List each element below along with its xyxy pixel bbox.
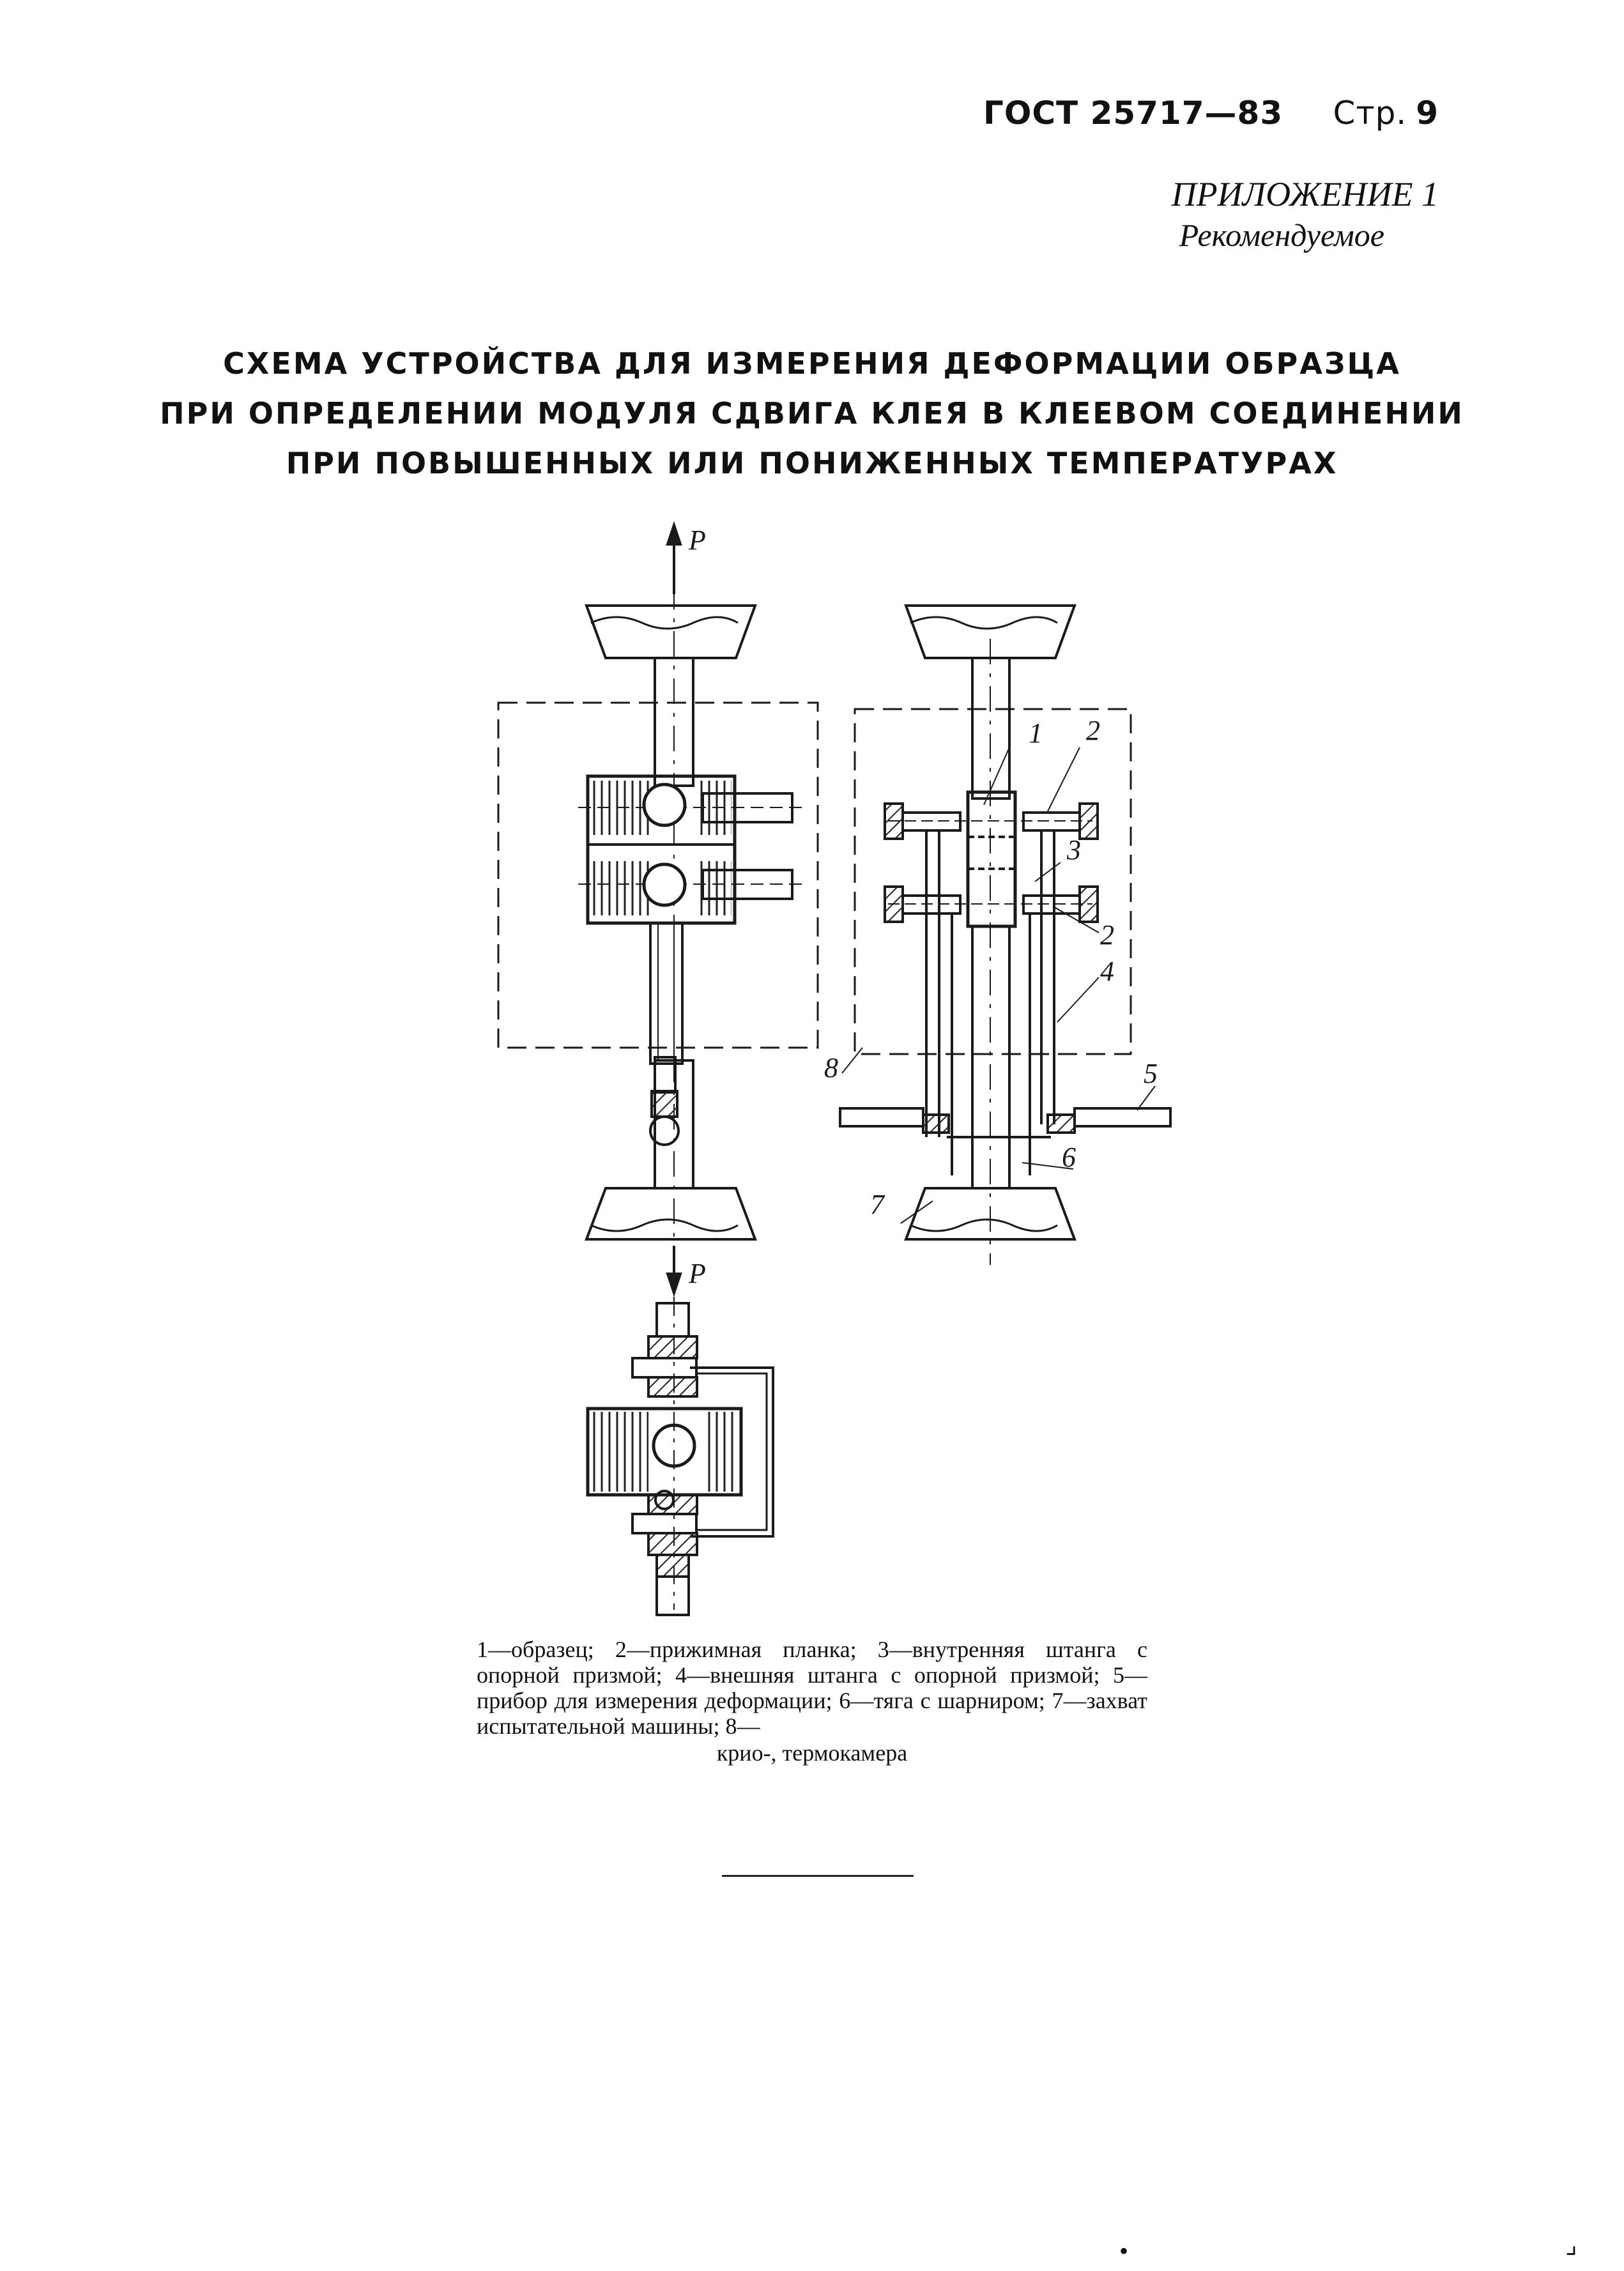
page-number-block: Стр.9 [1333,95,1439,132]
callout-3: 3 [1066,834,1081,866]
callout-5: 5 [1144,1058,1158,1089]
title-line-2: ПРИ ОПРЕДЕЛЕНИИ МОДУЛЯ СДВИГА КЛЕЯ В КЛЕ… [160,396,1464,431]
lower-grip-right [904,1187,1076,1241]
figure-caption: 1—образец; 2—прижимная планка; 3—внутрен… [477,1637,1147,1766]
specimen [966,790,1017,928]
upper-grip-right [904,604,1076,659]
lower-grip [585,1187,757,1241]
force-label-bottom: P [688,1258,706,1289]
callout-2a: 2 [1086,715,1100,746]
right-view [839,604,1172,1265]
force-label-top: P [688,524,706,556]
scan-corner-mark: ⌟ [1565,2230,1577,2259]
clamp-assembly-left [578,774,805,925]
upper-grip [585,604,757,659]
appendix-block: ПРИЛОЖЕНИЕ 1 Рекомендуемое [1172,174,1439,256]
callout-8: 8 [824,1052,838,1083]
title-line-1: СХЕМА УСТРОЙСТВА ДЛЯ ИЗМЕРЕНИЯ ДЕФОРМАЦИ… [223,346,1401,381]
page-header: ГОСТ 25717—83 Стр.9 [983,95,1439,132]
callout-7: 7 [870,1189,885,1220]
standard-number: ГОСТ 25717—83 [983,95,1283,132]
callout-2b: 2 [1100,919,1114,951]
callout-4: 4 [1100,956,1114,987]
measuring-instrument [839,1107,1172,1138]
force-arrow-up [666,521,682,594]
thermal-chamber-right [854,708,1132,1055]
pressure-bars [884,802,1099,923]
appendix-status: Рекомендуемое [1179,217,1384,253]
force-arrow-down [666,1246,682,1297]
appendix-label: ПРИЛОЖЕНИЕ 1 [1171,175,1439,213]
document-title: СХЕМА УСТРОЙСТВА ДЛЯ ИЗМЕРЕНИЯ ДЕФОРМАЦИ… [0,339,1624,488]
scan-dot: • [1119,2237,1129,2265]
page-number: 9 [1416,95,1439,132]
title-line-3: ПРИ ПОВЫШЕННЫХ ИЛИ ПОНИЖЕННЫХ ТЕМПЕРАТУР… [286,446,1338,480]
rods [925,830,1055,1175]
left-view [497,521,819,1297]
caption-text: 1—образец; 2—прижимная планка; 3—внутрен… [477,1637,1147,1739]
device-schematic: P P 1 2 3 2 4 5 6 7 8 [497,521,1172,1616]
detail-view [586,1297,774,1616]
page-label: Стр. [1333,95,1407,132]
end-rule [722,1875,914,1877]
caption-last-line: крио-, термокамера [716,1740,908,1766]
callout-6: 6 [1062,1142,1076,1173]
callout-1: 1 [1029,717,1043,749]
